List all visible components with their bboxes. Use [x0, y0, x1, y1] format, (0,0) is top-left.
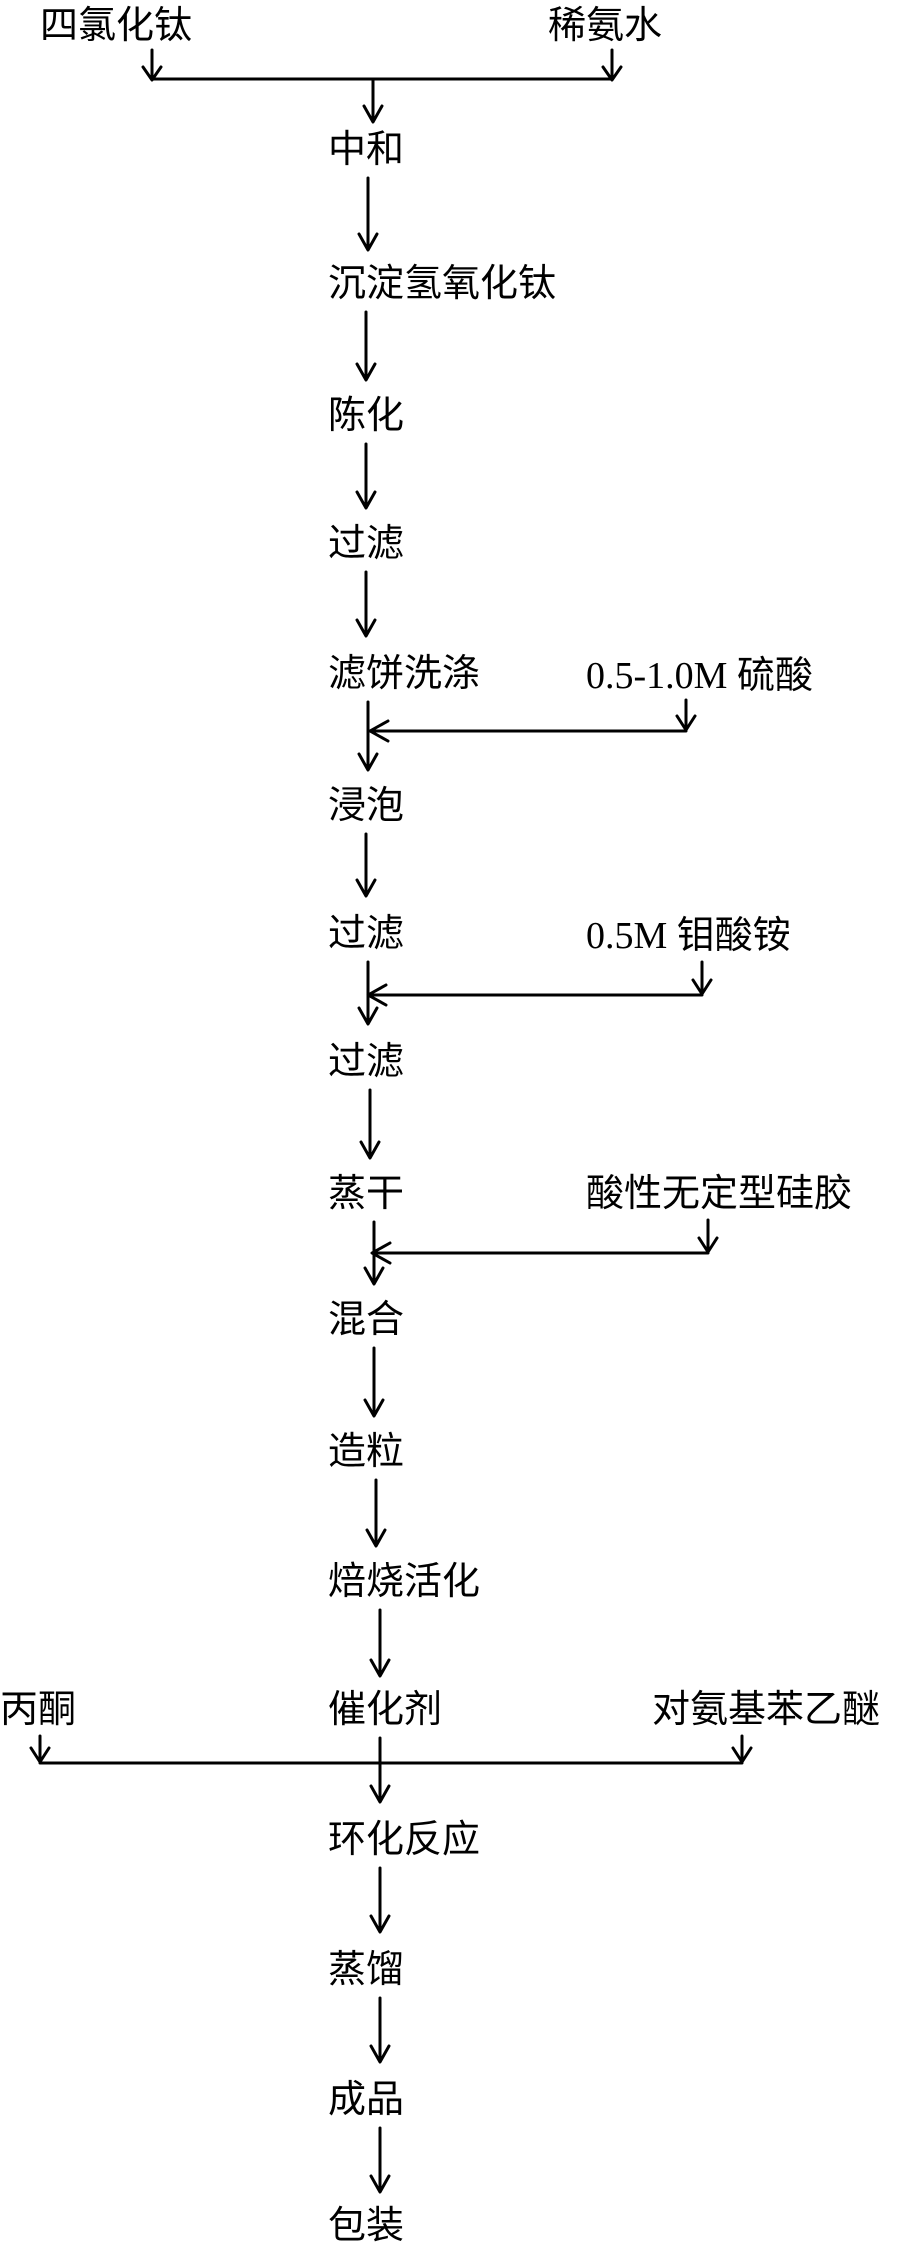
arrow-to-step-17-head: [369, 2174, 391, 2194]
input-acetone: 丙酮: [0, 1687, 76, 1731]
step-12: 焙烧活化: [328, 1559, 480, 1603]
step-8: 过滤: [328, 1039, 404, 1083]
input-titanium-tetrachloride: 四氯化钛: [40, 3, 192, 47]
arrow-to-step-16-head: [369, 2044, 391, 2064]
step-7: 过滤: [328, 911, 404, 955]
step-15: 蒸馏: [328, 1947, 404, 1991]
silica-feed-head: [370, 1241, 392, 1265]
step-9: 蒸干: [328, 1171, 404, 1215]
step-5: 滤饼洗涤: [328, 651, 480, 695]
step-1: 中和: [328, 127, 404, 171]
arrow-to-step-1-head: [362, 104, 384, 124]
step-6: 浸泡: [328, 783, 404, 827]
input-sulfuric-acid: 0.5-1.0M 硫酸: [586, 655, 813, 697]
acid-feed-head: [368, 719, 390, 743]
input-silica-gel: 酸性无定型硅胶: [586, 1171, 852, 1215]
arrow-to-step-2-head: [357, 232, 379, 252]
step-13: 催化剂: [328, 1687, 442, 1731]
step-17: 包装: [328, 2203, 404, 2247]
step-10: 混合: [328, 1297, 404, 1341]
arrow-to-step-9-head: [359, 1140, 381, 1160]
arrow-to-step-4-head: [355, 490, 377, 510]
step-11: 造粒: [328, 1429, 404, 1473]
arrow-to-step-11-head: [363, 1398, 385, 1418]
arrow-to-step-12-head: [365, 1528, 387, 1548]
arrow-to-step-15-head: [369, 1914, 391, 1934]
input-dilute-ammonia: 稀氨水: [548, 3, 662, 47]
arrow-to-step-8-head: [357, 1006, 379, 1026]
step-4: 过滤: [328, 521, 404, 565]
step-3: 陈化: [328, 393, 404, 437]
input-p-aminophenetole: 对氨基苯乙醚: [652, 1687, 880, 1731]
step-14: 环化反应: [328, 1817, 480, 1861]
arrow-to-step-6-head: [357, 752, 379, 772]
arrow-to-step-14-head: [369, 1784, 391, 1804]
arrow-to-step-7-head: [355, 878, 377, 898]
input-ammonium-molybdate: 0.5M 钼酸铵: [586, 915, 791, 957]
arrow-to-step-3-head: [355, 362, 377, 382]
step-2: 沉淀氢氧化钛: [328, 261, 556, 305]
step-16: 成品: [328, 2077, 404, 2121]
arrow-to-step-5-head: [355, 618, 377, 638]
arrow-to-step-13-head: [369, 1658, 391, 1678]
arrow-to-step-10-head: [363, 1266, 385, 1286]
